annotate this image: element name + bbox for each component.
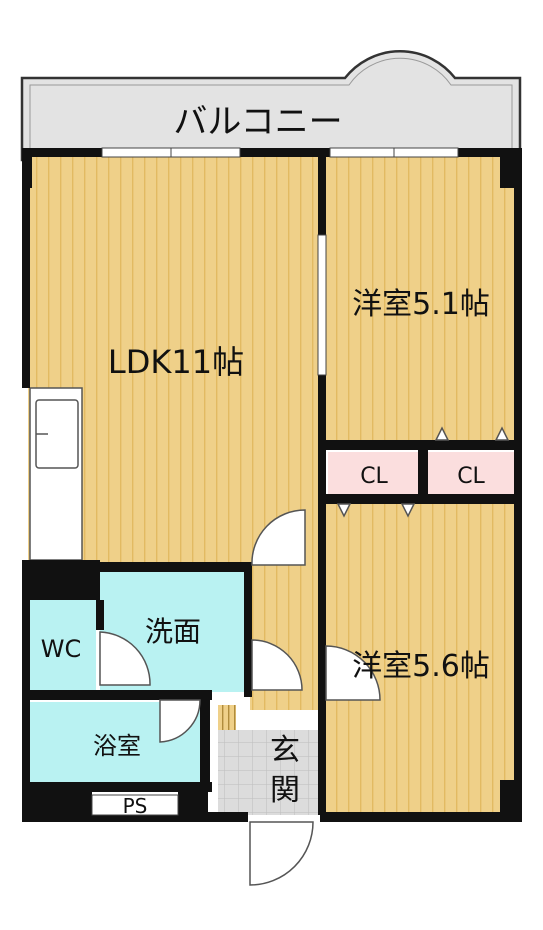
balcony-label: バルコニー (173, 102, 342, 142)
washroom-label: 洗面 (145, 615, 201, 648)
pipe-space-label: PS (123, 794, 148, 818)
entrance-floor (218, 730, 322, 815)
kitchen-counter (29, 387, 83, 561)
closet-2-label: CL (457, 464, 485, 489)
balcony (20, 50, 522, 162)
wc-label: WC (41, 635, 82, 663)
closet-1-floor (328, 452, 420, 496)
closet-1-label: CL (360, 464, 388, 489)
closet-2-floor (428, 452, 514, 496)
walls (22, 148, 522, 822)
western-room-2-label: 洋室5.6帖 (352, 649, 490, 684)
entrance-label-bottom: 関 (270, 773, 300, 808)
western-room-1-floor (325, 155, 518, 445)
windows (91, 147, 459, 816)
western-room-1-label: 洋室5.1帖 (352, 287, 490, 322)
wc-floor (28, 600, 96, 690)
ldk-label: LDK11帖 (108, 343, 244, 381)
entrance-label-top: 玄 (270, 733, 300, 768)
bathroom-label: 浴室 (93, 732, 141, 760)
doors (99, 426, 510, 886)
